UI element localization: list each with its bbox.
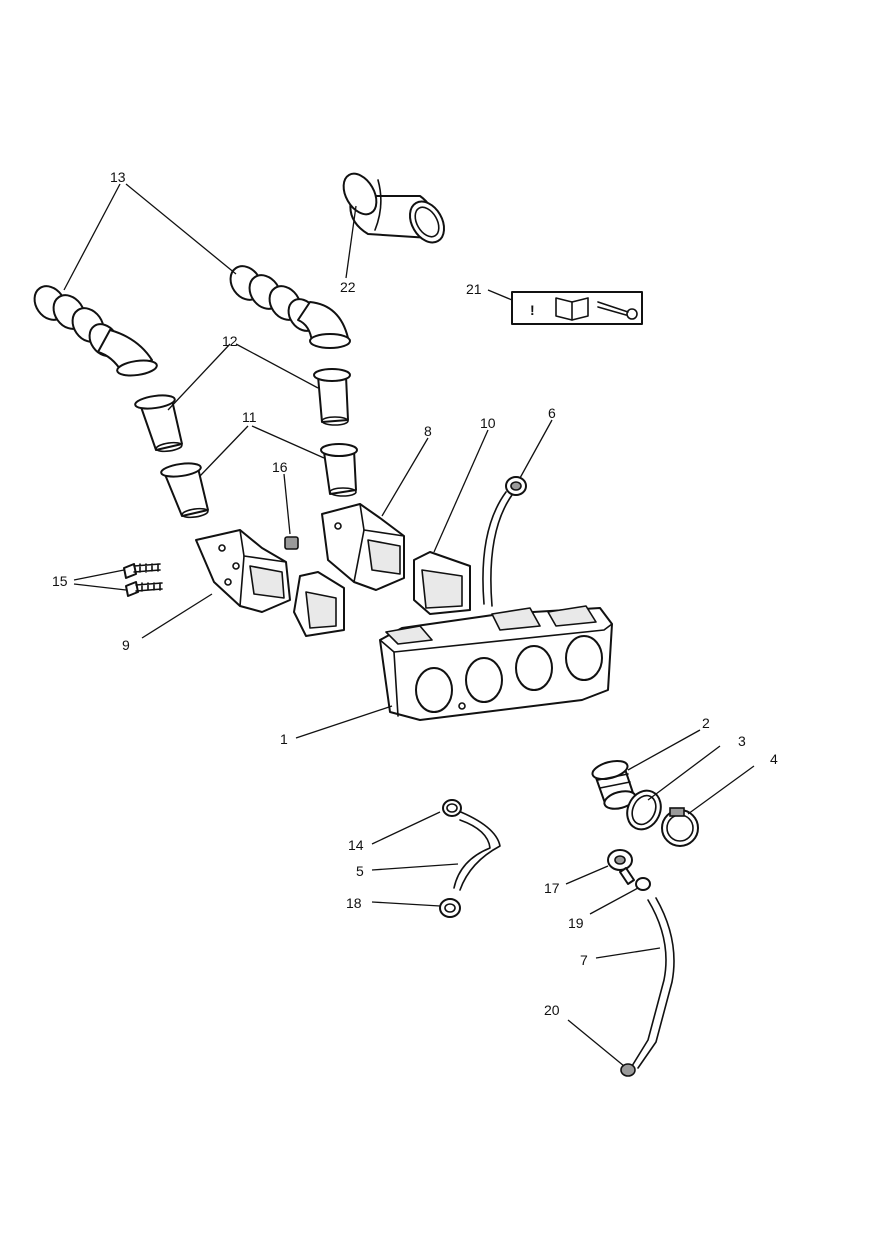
part-15-bolts bbox=[123, 563, 163, 597]
part-11-sleeves bbox=[160, 443, 358, 519]
callout-5: 5 bbox=[356, 863, 364, 879]
part-12-sleeves bbox=[134, 368, 351, 453]
open-book-icon bbox=[555, 297, 589, 321]
callout-9: 9 bbox=[122, 637, 130, 653]
callout-13: 13 bbox=[110, 169, 126, 185]
callout-10: 10 bbox=[480, 415, 496, 431]
exclamation-icon: ! bbox=[530, 302, 535, 318]
part-19-clip bbox=[635, 877, 651, 891]
part-13-right-hose bbox=[229, 265, 351, 349]
part-9-left-boot bbox=[195, 529, 291, 613]
callout-labels: 13 22 21 12 11 16 8 10 6 15 9 1 2 3 4 14… bbox=[52, 169, 778, 1018]
callout-20: 20 bbox=[544, 1002, 560, 1018]
part-13-left-hose bbox=[33, 285, 158, 377]
callout-18: 18 bbox=[346, 895, 362, 911]
part-1-airbox bbox=[379, 605, 613, 721]
part-7-drain-hose bbox=[631, 897, 675, 1069]
part-5-hose bbox=[453, 809, 501, 891]
callout-19: 19 bbox=[568, 915, 584, 931]
callout-8: 8 bbox=[424, 423, 432, 439]
callout-16: 16 bbox=[272, 459, 288, 475]
callout-4: 4 bbox=[770, 751, 778, 767]
callout-11: 11 bbox=[242, 409, 257, 425]
center-boot bbox=[293, 571, 345, 637]
part-6-grommet bbox=[482, 476, 527, 607]
torque-wrench-icon bbox=[597, 301, 638, 320]
part-2-sleeve bbox=[591, 759, 637, 810]
callout-2: 2 bbox=[702, 715, 710, 731]
part-3-clamp bbox=[626, 789, 662, 831]
callout-12: 12 bbox=[222, 333, 238, 349]
callout-7: 7 bbox=[580, 952, 588, 968]
part-4-clip bbox=[661, 807, 699, 847]
callout-21: 21 bbox=[466, 281, 482, 297]
part-17-fitting bbox=[607, 849, 635, 885]
callout-17: 17 bbox=[544, 880, 560, 896]
part-22-intake-tube bbox=[342, 172, 446, 244]
part-18-clip bbox=[439, 898, 461, 918]
leader-lines bbox=[63, 183, 755, 1067]
part-10-boot bbox=[413, 551, 471, 615]
callout-14: 14 bbox=[348, 837, 364, 853]
callout-6: 6 bbox=[548, 405, 556, 421]
callout-15: 15 bbox=[52, 573, 68, 589]
callout-1: 1 bbox=[280, 731, 288, 747]
callout-3: 3 bbox=[738, 733, 746, 749]
callout-22: 22 bbox=[340, 279, 356, 295]
part-14-clip bbox=[442, 799, 462, 817]
part-8-right-boot bbox=[321, 503, 405, 591]
part-20-cap bbox=[620, 1063, 636, 1077]
part-16-plug bbox=[284, 536, 299, 550]
part-21-warning-label: ! bbox=[511, 291, 643, 325]
